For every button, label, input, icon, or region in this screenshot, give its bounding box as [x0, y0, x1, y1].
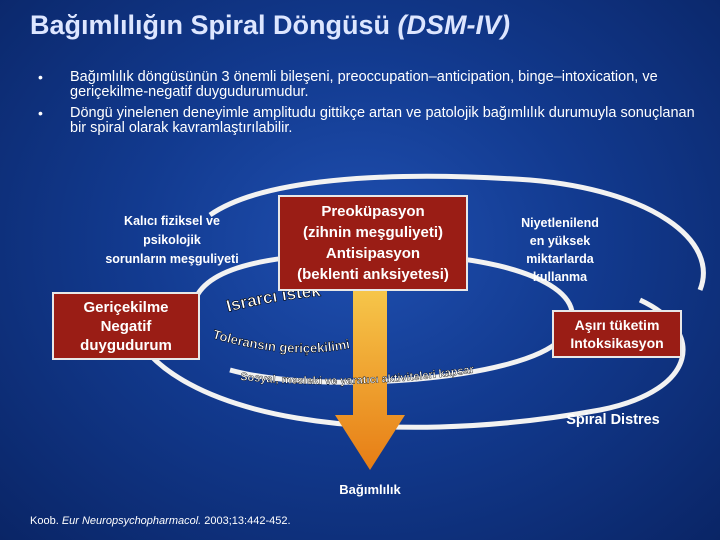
bullet-item: • Döngü yinelenen deneyimle amplitudu gi… — [38, 106, 698, 136]
spiral-ring-middle — [192, 251, 575, 385]
title-paren: (DSM-IV) — [397, 10, 511, 40]
right-label: Niyetlenilend en yüksek miktarlarda kull… — [521, 216, 599, 284]
bullet-text: Bağımlılık döngüsünün 3 önemli bileşeni,… — [70, 69, 658, 100]
citation: Koob. Eur Neuropsychopharmacol. 2003;13:… — [30, 515, 291, 527]
bullet-item: • Bağımlılık döngüsünün 3 önemli bileşen… — [38, 70, 698, 100]
spiral-ring-outer — [127, 297, 686, 430]
addiction-arrow — [335, 290, 405, 470]
slide-title: Bağımlılığın Spiral Döngüsü (DSM-IV) — [30, 10, 510, 41]
bullet-list: • Bağımlılık döngüsünün 3 önemli bileşen… — [38, 70, 698, 142]
left-label: Kalıcı fiziksel ve psikolojik sorunların… — [105, 214, 239, 266]
preoccupation-box: Preoküpasyon (zihnin meşguliyeti) Antisi… — [278, 195, 468, 291]
addiction-label: Bağımlılık — [339, 482, 401, 497]
bullet-text: Döngü yinelenen deneyimle amplitudu gitt… — [70, 105, 695, 136]
spiral-ring-top — [208, 173, 706, 291]
bullet-symbol: • — [38, 69, 43, 85]
intoxication-box: Aşırı tüketim Intoksikasyon — [552, 310, 682, 358]
withdrawal-box: Geriçekilme Negatif duygudurum — [52, 292, 200, 360]
title-main: Bağımlılığın Spiral Döngüsü — [30, 10, 391, 40]
curve-text-tolerance: Toleransın geriçekilimi — [211, 327, 351, 356]
bullet-symbol: • — [38, 105, 43, 121]
spiral-distress-label: Spiral Distres — [566, 412, 660, 428]
